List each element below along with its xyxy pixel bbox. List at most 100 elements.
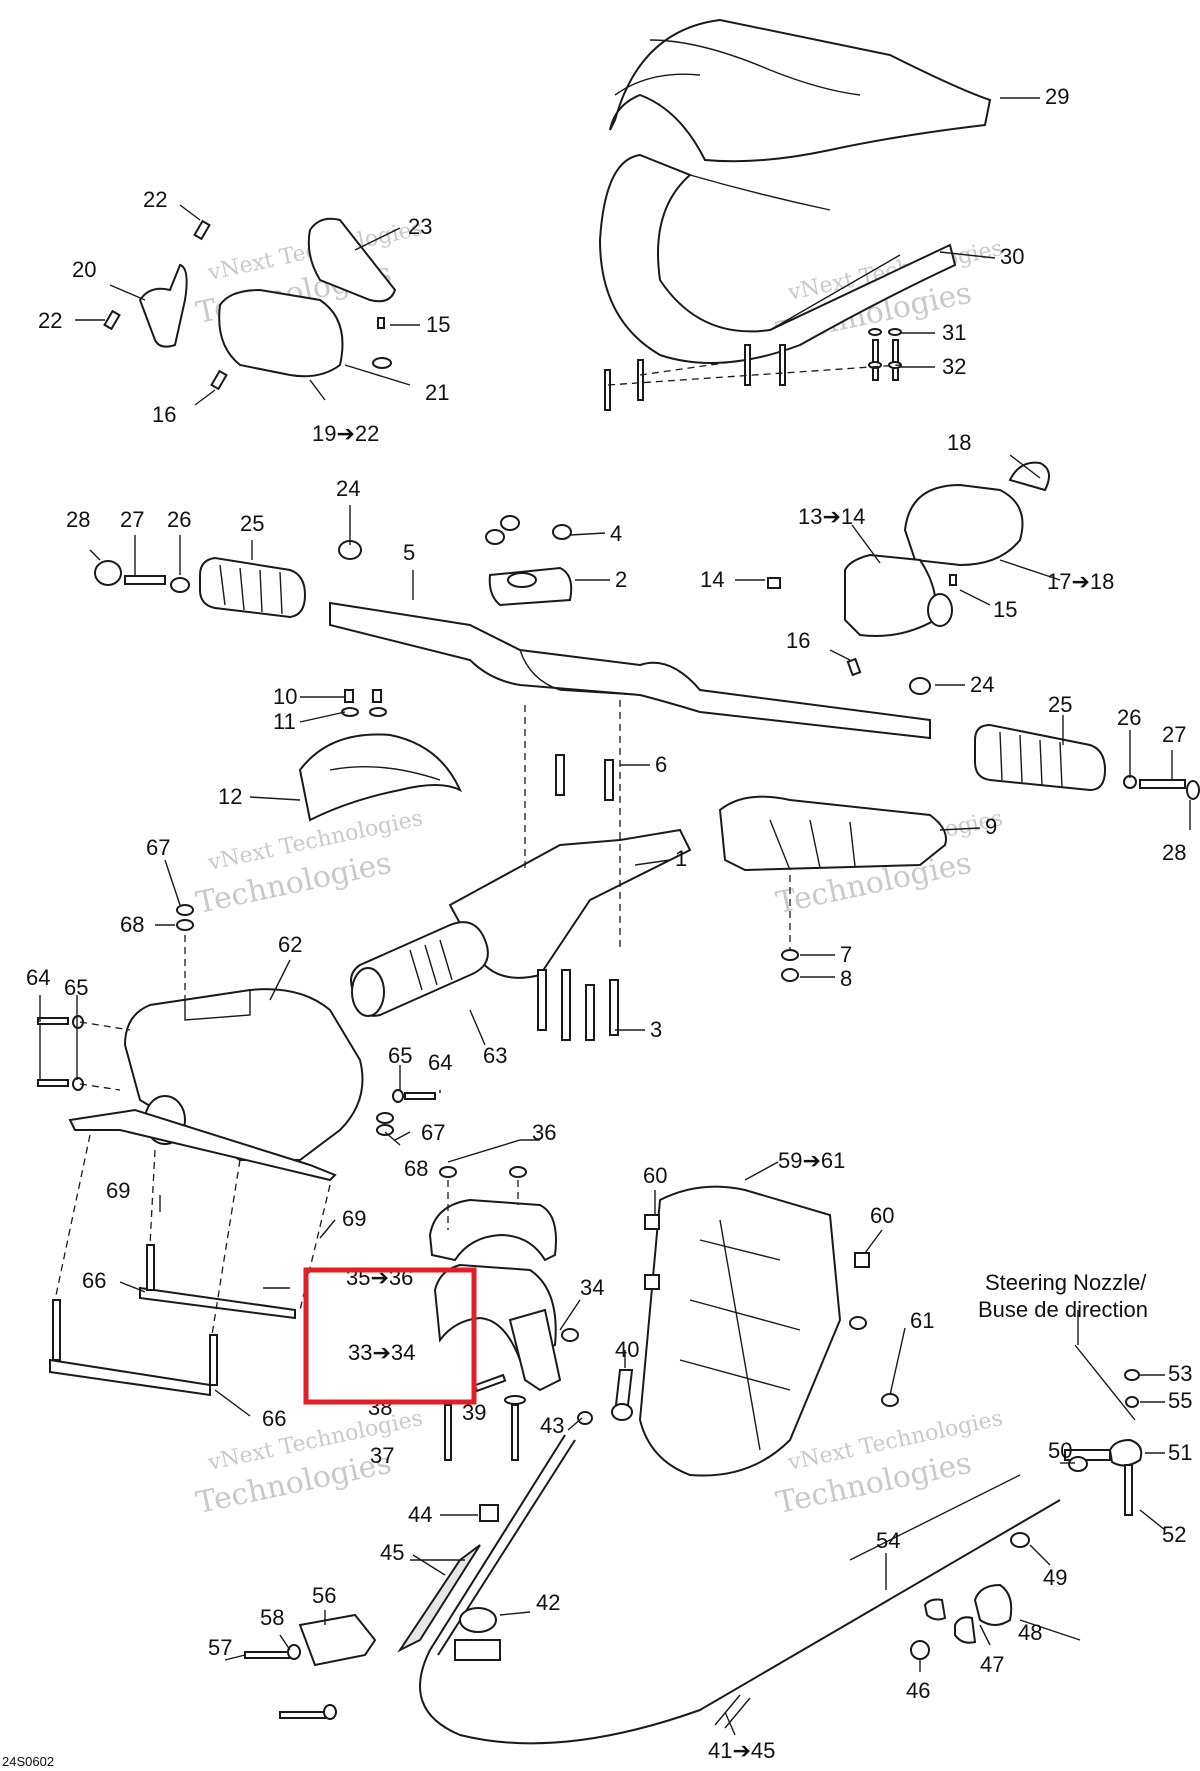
callout-69-right: 69 — [342, 1206, 366, 1231]
callout-1: 1 — [675, 846, 687, 871]
callout-19-22: 19➔22 — [312, 421, 379, 446]
callout-14: 14 — [700, 567, 724, 592]
callout-26-left: 26 — [167, 507, 191, 532]
callout-44: 44 — [408, 1502, 432, 1527]
callout-labels: 29 30 31 32 22 23 20 22 15 21 16 19➔22 2… — [26, 84, 1192, 1763]
left-grip — [199, 556, 307, 619]
cover-plate — [718, 795, 947, 872]
callout-50: 50 — [1048, 1438, 1072, 1463]
ball-joint-51 — [1108, 1438, 1143, 1467]
callout-11: 11 — [273, 709, 296, 734]
left-bracket — [138, 263, 188, 348]
callout-66-top: 66 — [82, 1268, 106, 1293]
callout-13-14: 13➔14 — [798, 504, 865, 529]
callout-29: 29 — [1045, 84, 1069, 109]
callout-65-right: 65 — [388, 1043, 412, 1068]
callout-5: 5 — [403, 540, 415, 565]
left-housing — [218, 288, 344, 378]
callout-16-left: 16 — [152, 402, 176, 427]
callout-67-top: 67 — [146, 835, 170, 860]
callout-28-right: 28 — [1162, 840, 1186, 865]
callout-64-right: 64 — [428, 1050, 452, 1075]
callout-60-left: 60 — [643, 1163, 667, 1188]
callout-40: 40 — [615, 1337, 639, 1362]
callout-67-bottom: 67 — [421, 1120, 445, 1145]
callout-52: 52 — [1162, 1522, 1186, 1547]
callout-37: 37 — [370, 1443, 394, 1468]
callout-63: 63 — [483, 1043, 507, 1068]
callout-53: 53 — [1168, 1361, 1192, 1386]
lower-strap — [49, 1358, 211, 1397]
callout-41-45: 41➔45 — [708, 1738, 775, 1763]
cable-fittings — [454, 1504, 1030, 1661]
callout-26-right: 26 — [1117, 705, 1141, 730]
callout-17-18: 17➔18 — [1047, 569, 1114, 594]
callout-6: 6 — [655, 752, 667, 777]
callout-46: 46 — [906, 1678, 930, 1703]
callout-21: 21 — [425, 380, 449, 405]
callout-16-right: 16 — [786, 628, 810, 653]
callout-59-61: 59➔61 — [778, 1148, 845, 1173]
left-end-cap — [94, 560, 122, 586]
callout-47: 47 — [980, 1652, 1004, 1677]
callout-7: 7 — [840, 942, 852, 967]
cable-sleeve — [397, 1544, 481, 1653]
callout-58: 58 — [260, 1605, 284, 1630]
right-grip — [974, 723, 1107, 792]
callout-4: 4 — [610, 521, 622, 546]
cable-clamp — [298, 1613, 377, 1667]
callout-18: 18 — [947, 430, 971, 455]
callout-30: 30 — [1000, 244, 1024, 269]
callout-28-left: 28 — [66, 507, 90, 532]
right-housing-cover — [844, 553, 937, 637]
callout-56: 56 — [312, 1583, 336, 1608]
callout-31: 31 — [942, 320, 966, 345]
handlebar — [329, 601, 931, 740]
right-housing — [903, 483, 1024, 567]
callout-15-right: 15 — [993, 597, 1017, 622]
steering-nozzle-label-line1: Steering Nozzle/ — [985, 1270, 1147, 1295]
callout-60-right: 60 — [870, 1203, 894, 1228]
cover-screws — [604, 328, 902, 411]
steering-cable — [419, 1434, 1061, 1745]
callout-48: 48 — [1018, 1620, 1042, 1645]
callout-45: 45 — [380, 1540, 404, 1565]
callout-24-right: 24 — [970, 672, 994, 697]
callout-8: 8 — [840, 966, 852, 991]
housing-base-plate — [68, 1108, 337, 1182]
callout-22-left: 22 — [38, 308, 62, 333]
callout-51: 51 — [1168, 1440, 1192, 1465]
lever-40 — [614, 1369, 634, 1406]
drawing-code: 24S0602 — [2, 1754, 54, 1769]
callout-55: 55 — [1168, 1388, 1192, 1413]
steering-nozzle-label-line2: Buse de direction — [978, 1297, 1148, 1322]
bearing-top — [428, 1198, 557, 1262]
callout-10: 10 — [273, 684, 297, 709]
left-housing-cover — [307, 217, 397, 303]
right-cap — [1008, 461, 1050, 492]
callout-25-left: 25 — [240, 511, 264, 536]
callout-9: 9 — [985, 814, 997, 839]
shield — [298, 733, 463, 822]
callout-24-left: 24 — [336, 476, 360, 501]
callout-68-bottom: 68 — [404, 1156, 428, 1181]
callout-3: 3 — [650, 1017, 662, 1042]
pivot-arm — [508, 1308, 562, 1392]
callout-61: 61 — [910, 1308, 934, 1333]
highlight-box — [303, 1267, 477, 1405]
callout-23: 23 — [408, 214, 432, 239]
callout-38: 38 — [368, 1395, 392, 1420]
callout-32: 32 — [942, 354, 966, 379]
callout-22-top: 22 — [143, 187, 167, 212]
callout-34: 34 — [580, 1275, 604, 1300]
callout-54: 54 — [876, 1528, 900, 1553]
callout-43: 43 — [540, 1413, 564, 1438]
callout-62: 62 — [278, 932, 302, 957]
callout-66-bottom: 66 — [262, 1406, 286, 1431]
callout-65-left: 65 — [64, 975, 88, 1000]
callout-25-right: 25 — [1048, 692, 1072, 717]
callout-36: 36 — [532, 1120, 556, 1145]
callout-42: 42 — [536, 1590, 560, 1615]
leader-lines — [39, 97, 1191, 1736]
